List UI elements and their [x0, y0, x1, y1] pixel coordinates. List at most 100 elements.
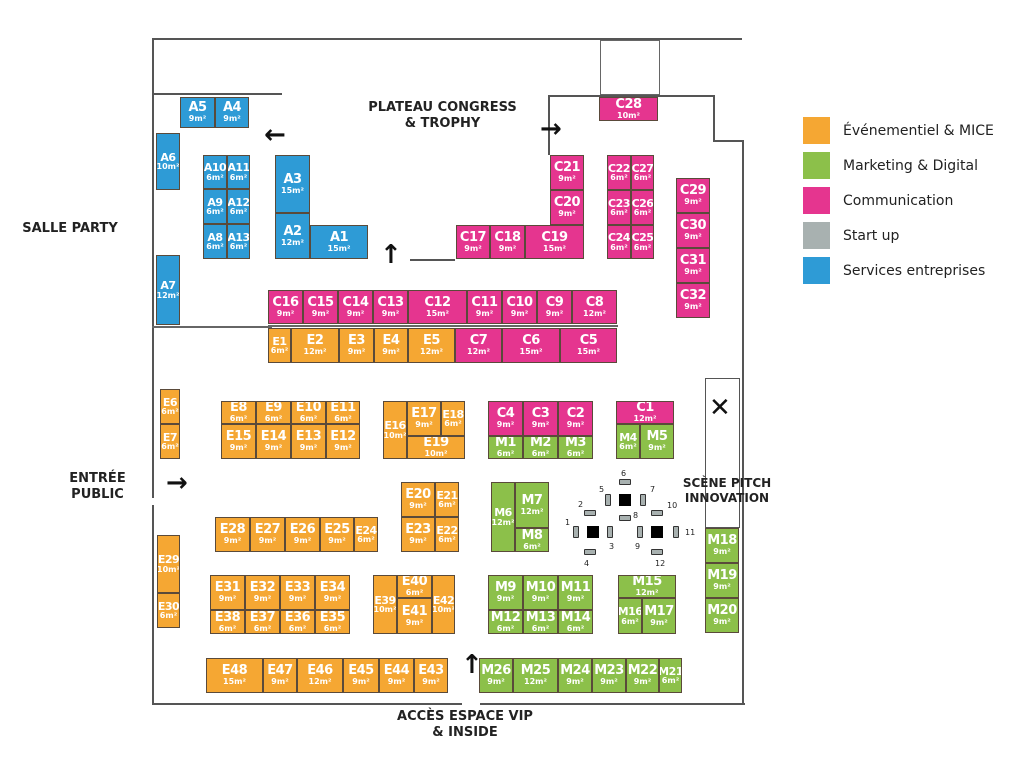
- pitch-table-3[interactable]: [607, 526, 613, 538]
- pitch-table-7[interactable]: [640, 494, 646, 506]
- pitch-table-11[interactable]: [673, 526, 679, 538]
- pitch-table-1[interactable]: [573, 526, 579, 538]
- pitch-table-4[interactable]: [584, 549, 596, 555]
- pitch-table-2[interactable]: [584, 510, 596, 516]
- pitch-table-6[interactable]: [619, 479, 631, 485]
- pitch-table-9[interactable]: [637, 526, 643, 538]
- pitch-table-12[interactable]: [651, 549, 663, 555]
- pitch-table-10[interactable]: [651, 510, 663, 516]
- pitch-table-5[interactable]: [605, 494, 611, 506]
